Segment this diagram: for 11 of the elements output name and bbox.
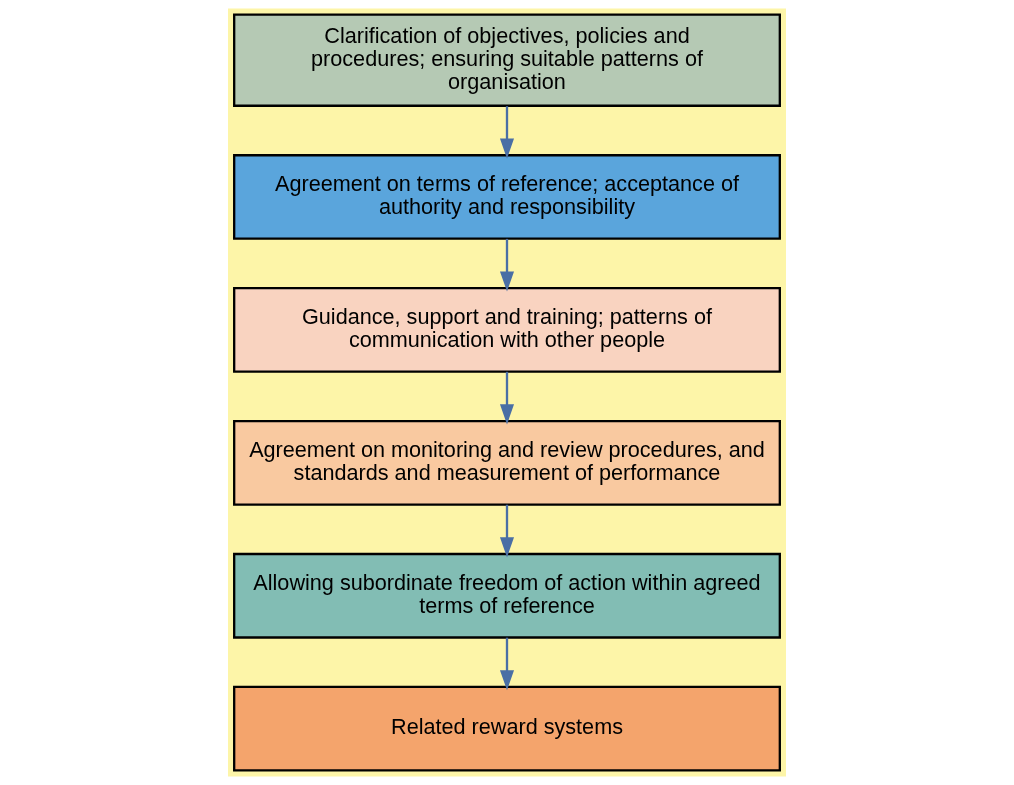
node-box: Allowing subordinate freedom of action within agreed terms of reference	[233, 552, 781, 639]
node-box: Clarification of objectives, policies and procedures; ensuring suitable patterns of organisation	[233, 13, 781, 107]
arrow	[499, 106, 515, 159]
node-box: Agreement on monitoring and review procedures, and standards and measurement of performance	[233, 419, 781, 506]
arrow	[499, 504, 515, 558]
arrow	[499, 371, 515, 425]
arrow	[499, 637, 515, 691]
node-box: Agreement on terms of reference; acceptance of authority and responsibility	[233, 154, 781, 240]
arrow	[499, 238, 515, 292]
node-box: Related reward systems	[233, 685, 781, 772]
node-box: Guidance, support and training; patterns of communication with other people	[233, 287, 781, 373]
